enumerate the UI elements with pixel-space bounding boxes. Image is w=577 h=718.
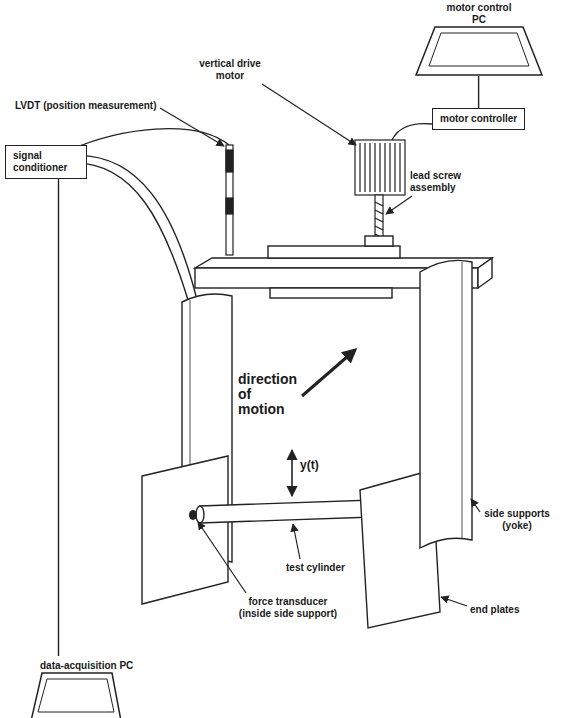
leader-line [441, 597, 467, 606]
top-plate [268, 246, 400, 258]
monitor-screen [429, 33, 529, 66]
lvdt-coil [226, 198, 233, 214]
part-label: end plates [470, 604, 519, 616]
node-label: motor control PC [441, 2, 517, 26]
part-label: vertical drive motor [190, 58, 270, 82]
motion-label: direction of motion [238, 372, 300, 417]
lead-screw [375, 195, 383, 240]
part-label: lead screw assembly [410, 170, 475, 194]
direction-arrow [302, 350, 355, 396]
lvdt-coil [226, 150, 233, 172]
connectors [59, 76, 479, 656]
cylinder-end [196, 506, 204, 523]
motor-stripes [360, 143, 400, 192]
node-label: data-acquisition PC [30, 660, 180, 672]
bottom-plate [270, 288, 392, 298]
beam-end [478, 258, 492, 288]
screw-rod [375, 195, 383, 240]
computer-monitor: motor control PC [415, 2, 543, 76]
computer-monitor: data-acquisition PC [30, 656, 180, 718]
right-side-support [420, 260, 472, 548]
side-support [420, 260, 472, 548]
signal-cable [478, 76, 479, 108]
leader-line [262, 84, 356, 145]
monitor-case [31, 673, 121, 718]
lvdt-cable [70, 129, 229, 150]
leader-lines [160, 84, 480, 606]
transducer-cable [70, 163, 188, 300]
leader-line [471, 499, 480, 512]
signal-name: y(t) [300, 458, 319, 472]
drive-motor [355, 140, 405, 195]
leader-line [386, 196, 412, 214]
monitor-outline [30, 672, 122, 718]
lvdt [226, 145, 233, 255]
monitor-screen [38, 679, 114, 712]
part-label: test cylinder [286, 562, 345, 574]
transducer-cable [70, 156, 196, 296]
motor-body [355, 140, 405, 195]
motor-cable [392, 124, 432, 140]
controller-box: motor controller [432, 108, 525, 130]
conditioner-box: signal conditioner [5, 145, 87, 179]
leader-line [198, 522, 246, 593]
left-end-plate [142, 456, 228, 604]
lvdt-rod [226, 145, 233, 255]
force-transducer [189, 510, 197, 520]
node-label: motor controller [440, 113, 517, 125]
screw-nut [365, 236, 393, 246]
monitor-case [416, 27, 542, 75]
screw-thread [375, 202, 383, 238]
node-label: signal conditioner [13, 150, 79, 174]
motion-arrow [291, 450, 293, 496]
leader-line [293, 524, 300, 559]
part-label: force transducer (inside side support) [232, 596, 344, 620]
signal-cable [58, 179, 59, 656]
leader-line [160, 108, 224, 146]
support-edge [462, 262, 463, 538]
monitor-outline [415, 26, 543, 76]
part-label: LVDT (position measurement) [15, 100, 157, 112]
part-label: side supports (yoke) [480, 508, 554, 532]
